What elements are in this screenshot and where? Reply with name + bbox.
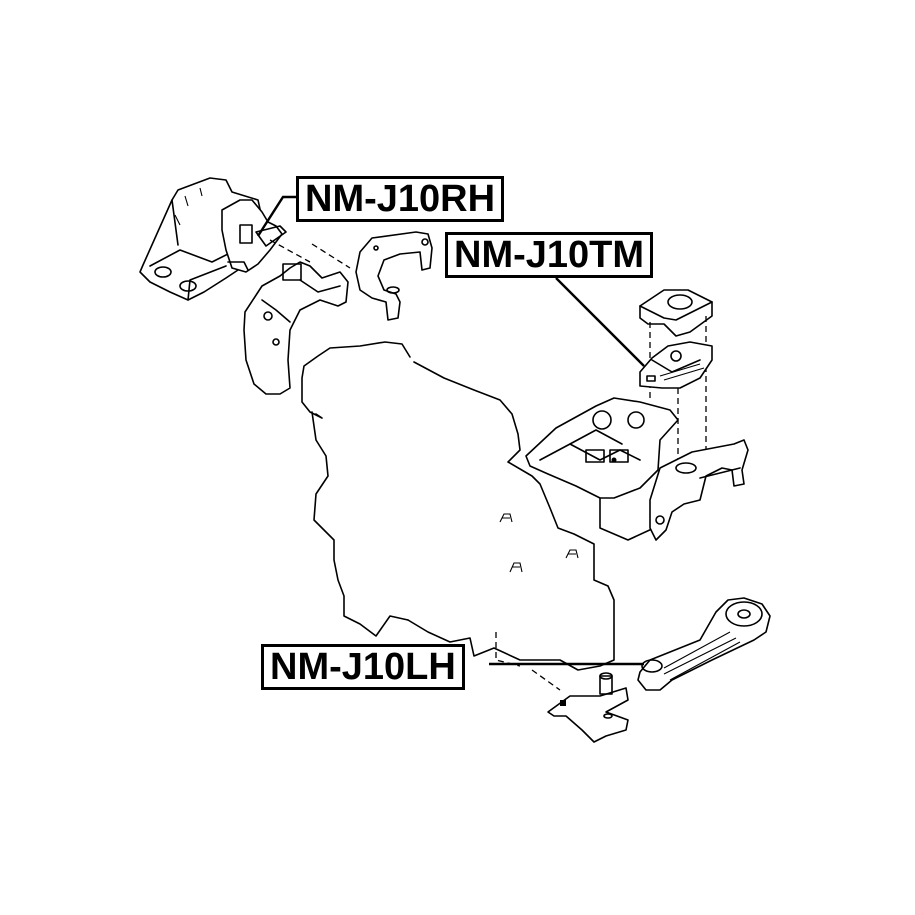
torque-rod: [637, 597, 771, 691]
callout-label-lh: NM-J10LH: [261, 644, 465, 690]
leader-line-tm: [555, 277, 645, 367]
engine-side-bracket: [243, 239, 351, 395]
callout-label-rh: NM-J10RH: [296, 176, 505, 222]
engine-bolt-marks: [499, 513, 579, 573]
torque-rod-bracket: [531, 669, 629, 743]
transmission-mount-cover: [639, 289, 713, 450]
right-hand-mount-insulator: [221, 199, 287, 273]
engine-block: [301, 341, 615, 671]
transmission-mount-insulator: [639, 341, 713, 470]
callout-label-tm: NM-J10TM: [445, 232, 654, 278]
curved-stay-bracket: [355, 231, 433, 321]
transmission-support-bracket: [649, 439, 749, 541]
leader-line-rh: [256, 195, 296, 237]
transmission-case-top: [525, 397, 679, 541]
